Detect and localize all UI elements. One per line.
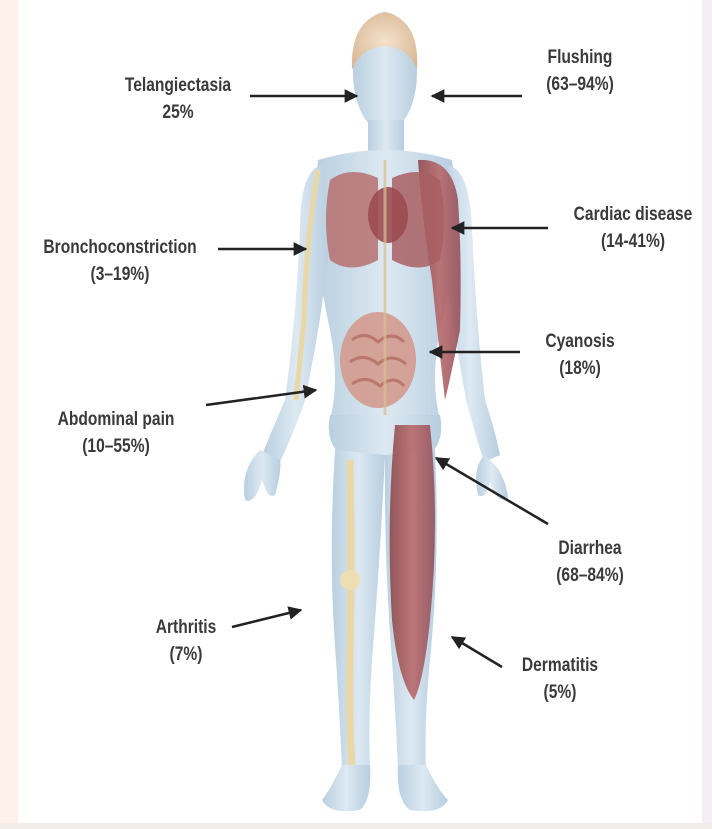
arrow-dermatitis [452,637,502,667]
telangiectasia-name: Telangiectasia [121,72,236,99]
cyanosis-value: (18%) [531,355,629,382]
flushing-name: Flushing [531,44,629,71]
cardiac-disease-name: Cardiac disease [563,201,702,228]
arthritis-value: (7%) [145,641,227,668]
label-dermatitis: Dermatitis (5%) [511,652,609,706]
abdominal-pain-value: (10–55%) [42,433,190,460]
bronchoconstriction-name: Bronchoconstriction [25,234,215,261]
cyanosis-name: Cyanosis [531,328,629,355]
label-cardiac-disease: Cardiac disease (14-41%) [563,201,702,255]
dermatitis-name: Dermatitis [511,652,609,679]
body-silhouette [244,12,508,811]
dermatitis-value: (5%) [511,679,609,706]
arthritis-name: Arthritis [145,614,227,641]
diarrhea-name: Diarrhea [541,535,639,562]
abdominal-pain-name: Abdominal pain [42,406,190,433]
label-cyanosis: Cyanosis (18%) [531,328,629,382]
label-diarrhea: Diarrhea (68–84%) [541,535,639,589]
label-arthritis: Arthritis (7%) [145,614,227,668]
bronchoconstriction-value: (3–19%) [25,261,215,288]
label-abdominal-pain: Abdominal pain (10–55%) [42,406,190,460]
telangiectasia-value: 25% [121,99,236,126]
label-bronchoconstriction: Bronchoconstriction (3–19%) [25,234,215,288]
label-flushing: Flushing (63–94%) [531,44,629,98]
flushing-value: (63–94%) [531,71,629,98]
label-telangiectasia: Telangiectasia 25% [121,72,236,126]
cardiac-disease-value: (14-41%) [563,228,702,255]
arrow-arthritis [232,610,301,627]
diarrhea-value: (68–84%) [541,562,639,589]
